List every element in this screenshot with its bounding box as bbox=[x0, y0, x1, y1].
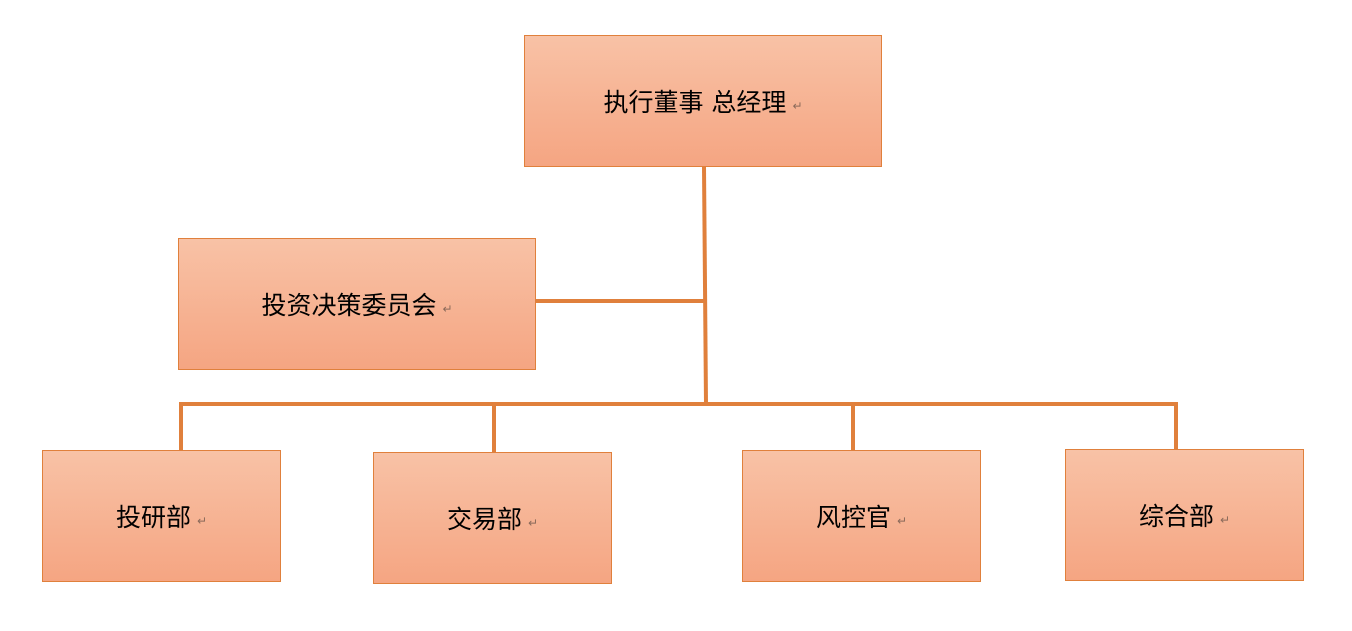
node-label: 执行董事 总经理 bbox=[603, 88, 787, 117]
node-general-affairs-department: 综合部 ↵ bbox=[1065, 449, 1304, 581]
paragraph-mark-icon: ↵ bbox=[792, 99, 803, 113]
node-label: 交易部 bbox=[446, 505, 522, 534]
node-label: 综合部 bbox=[1138, 502, 1214, 531]
paragraph-mark-icon: ↵ bbox=[442, 302, 453, 316]
paragraph-mark-icon: ↵ bbox=[1219, 513, 1231, 527]
node-investment-committee: 投资决策委员会 ↵ bbox=[178, 238, 536, 370]
node-trading-department: 交易部 ↵ bbox=[373, 452, 612, 584]
paragraph-mark-icon: ↵ bbox=[896, 514, 908, 528]
node-executive-director-general-manager: 执行董事 总经理 ↵ bbox=[524, 35, 882, 167]
node-label: 投资决策委员会 bbox=[261, 291, 437, 320]
paragraph-mark-icon: ↵ bbox=[196, 514, 208, 528]
connector-gm-trunk bbox=[702, 166, 708, 405]
node-label: 投研部 bbox=[115, 503, 191, 532]
node-label: 风控官 bbox=[815, 503, 891, 532]
paragraph-mark-icon: ↵ bbox=[527, 516, 539, 530]
node-risk-officer: 风控官 ↵ bbox=[742, 450, 981, 582]
node-research-department: 投研部 ↵ bbox=[42, 450, 281, 582]
